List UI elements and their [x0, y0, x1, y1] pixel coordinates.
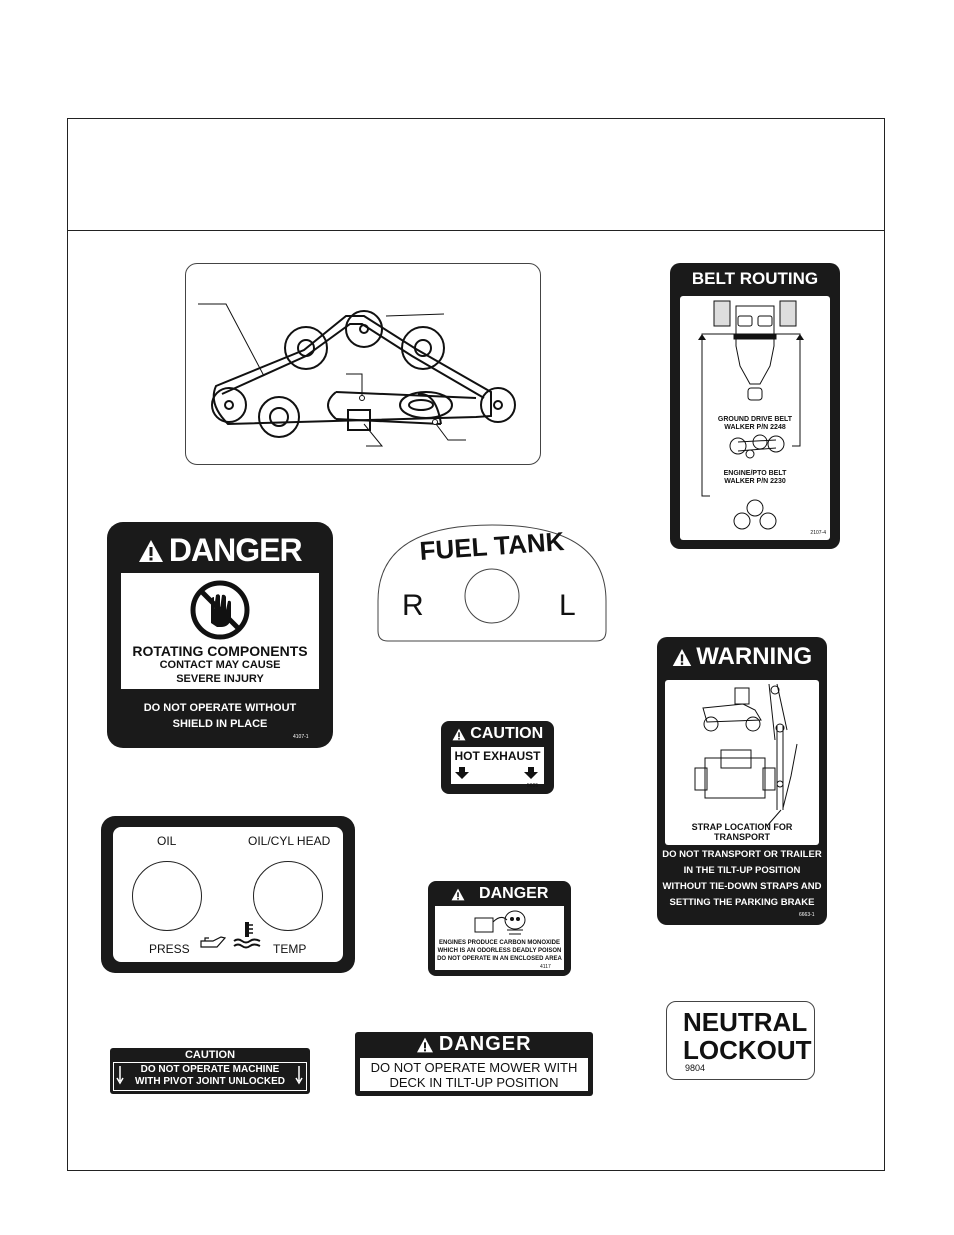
danger-co-decal: DANGER ENGINES PRODUCE CARBON MONOXIDE W…	[428, 881, 571, 976]
danger-co-part-no: 4117	[540, 964, 551, 970]
danger-rotating-header: DANGER	[168, 532, 303, 568]
danger-rotating-line3: SEVERE INJURY	[176, 673, 264, 685]
danger-rotating-line1: ROTATING COMPONENTS	[132, 643, 308, 659]
down-arrow-icon	[455, 767, 538, 779]
thermometer-icon	[233, 922, 261, 949]
danger-co-line2: WHICH IS AN ODORLESS DEADLY POISON	[437, 948, 562, 954]
no-hand-icon	[190, 580, 250, 640]
warning-transport-part-no: 6663-1	[799, 912, 815, 918]
ground-drive-line2: WALKER P/N 2248	[724, 424, 786, 431]
skull-icon	[474, 910, 526, 935]
fuel-tank-right: R	[402, 589, 424, 622]
warning-transport-header-row: WARNING	[657, 643, 827, 673]
caution-pivot-header: CAUTION	[184, 1049, 236, 1061]
warning-transport-line2: IN THE TILT-UP POSITION	[683, 865, 801, 876]
warning-transport-line3: WITHOUT TIE-DOWN STRAPS AND	[662, 881, 822, 892]
danger-rotating-decal: DANGER ROTATING COMPONENTS CONTACT MAY C…	[107, 522, 333, 748]
fuel-tank-svg	[377, 524, 607, 642]
danger-tilt-header-row: DANGER	[355, 1033, 593, 1057]
belt-routing-decal: BELT ROUTING GROUND DRIVE BELT WALKER P/…	[670, 263, 840, 549]
caution-hot-exhaust-panel: HOT EXHAUST	[451, 747, 544, 784]
danger-rotating-line2: CONTACT MAY CAUSE	[159, 659, 281, 671]
danger-rotating-footer1: DO NOT OPERATE WITHOUT	[143, 702, 297, 714]
danger-co-line1: ENGINES PRODUCE CARBON MONOXIDE	[438, 940, 560, 946]
danger-tilt-line1: DO NOT OPERATE MOWER WITH	[370, 1060, 578, 1075]
caution-hot-exhaust-header: CAUTION	[470, 725, 544, 742]
warning-triangle-icon	[139, 539, 164, 562]
down-arrow-icon	[116, 1066, 303, 1085]
oil-pressure-gauge	[132, 861, 202, 931]
engine-pto-line1: ENGINE/PTO BELT	[723, 470, 787, 477]
fuel-tank-left: L	[559, 589, 576, 622]
belt-routing-title: BELT ROUTING	[691, 269, 819, 288]
danger-tilt-panel: DO NOT OPERATE MOWER WITH DECK IN TILT-U…	[360, 1058, 588, 1091]
warning-triangle-icon	[672, 648, 691, 666]
fuel-tank-decal: FUEL TANK R L	[376, 523, 608, 643]
header-band	[68, 119, 884, 231]
warning-transport-line4: SETTING THE PARKING BRAKE	[669, 897, 815, 908]
caution-pivot-line1: DO NOT OPERATE MACHINE	[140, 1064, 280, 1075]
belt-diagram-svg	[198, 303, 516, 447]
neutral-lockout-part-no: 9804	[685, 1063, 706, 1073]
page-frame	[67, 118, 885, 1171]
caution-hot-exhaust-header-row: CAUTION	[441, 725, 554, 745]
belt-routing-svg	[698, 300, 804, 530]
caution-pivot-panel: DO NOT OPERATE MACHINE WITH PIVOT JOINT …	[113, 1062, 307, 1091]
belt-routing-panel: GROUND DRIVE BELT WALKER P/N 2248 ENGINE…	[680, 296, 830, 540]
caution-pivot-decal: CAUTION DO NOT OPERATE MACHINE WITH PIVO…	[110, 1048, 310, 1094]
warning-transport-line1: DO NOT TRANSPORT OR TRAILER	[662, 849, 822, 860]
danger-tilt-header: DANGER	[438, 1033, 532, 1055]
warning-transport-panel: STRAP LOCATION FOR TRANSPORT	[665, 680, 819, 845]
ground-drive-line1: GROUND DRIVE BELT	[717, 416, 793, 423]
caution-hot-exhaust-decal: CAUTION HOT EXHAUST 5605	[441, 721, 554, 794]
danger-tilt-line2: DECK IN TILT-UP POSITION	[389, 1075, 559, 1090]
belt-diagram	[185, 263, 541, 465]
gauge-temp-label: TEMP	[273, 942, 307, 956]
gauge-oil-label: OIL	[157, 834, 177, 848]
gauge-panel-decal: OIL OIL/CYL HEAD PRESS TEMP	[101, 816, 355, 973]
neutral-lockout-decal: NEUTRAL LOCKOUT 9804	[666, 1001, 815, 1080]
warning-transport-header: WARNING	[696, 643, 813, 670]
neutral-lockout-line1: NEUTRAL	[683, 1007, 808, 1037]
danger-rotating-panel: ROTATING COMPONENTS CONTACT MAY CAUSE SE…	[121, 573, 319, 689]
danger-tilt-decal: DANGER DO NOT OPERATE MOWER WITH DECK IN…	[355, 1032, 593, 1096]
danger-rotating-header-row: DANGER	[107, 532, 333, 568]
tractor-illustration	[694, 683, 798, 827]
gauge-press-label: PRESS	[149, 942, 190, 956]
oil-can-icon	[200, 936, 227, 948]
engine-pto-line2: WALKER P/N 2230	[724, 478, 786, 485]
caution-hot-exhaust-text: HOT EXHAUST	[454, 749, 541, 763]
danger-co-line3: DO NOT OPERATE IN AN ENCLOSED AREA	[437, 956, 562, 962]
gauge-oil-cyl-head-label: OIL/CYL HEAD	[248, 834, 331, 848]
danger-co-panel: ENGINES PRODUCE CARBON MONOXIDE WHICH IS…	[435, 906, 564, 970]
warning-transport-decal: WARNING STRAP LOCATION FOR TRANSPORT DO …	[657, 637, 827, 925]
caution-hot-exhaust-part-no: 5605	[527, 783, 539, 789]
danger-rotating-footer2: SHIELD IN PLACE	[172, 718, 268, 730]
danger-co-header-row: DANGER	[428, 885, 571, 905]
warning-transport-caption: STRAP LOCATION FOR TRANSPORT	[691, 822, 793, 842]
warning-triangle-icon	[451, 888, 465, 900]
belt-routing-part-no: 2107-4	[810, 530, 826, 536]
danger-co-header: DANGER	[479, 885, 549, 902]
gauge-panel-inner: OIL OIL/CYL HEAD PRESS TEMP	[113, 827, 343, 962]
caution-pivot-line2: WITH PIVOT JOINT UNLOCKED	[135, 1076, 285, 1087]
neutral-lockout-line2: LOCKOUT	[683, 1035, 812, 1065]
warning-triangle-icon	[417, 1037, 434, 1052]
danger-rotating-part-no: 4107-1	[293, 734, 309, 740]
oil-temp-gauge	[253, 861, 323, 931]
warning-triangle-icon	[452, 728, 466, 740]
